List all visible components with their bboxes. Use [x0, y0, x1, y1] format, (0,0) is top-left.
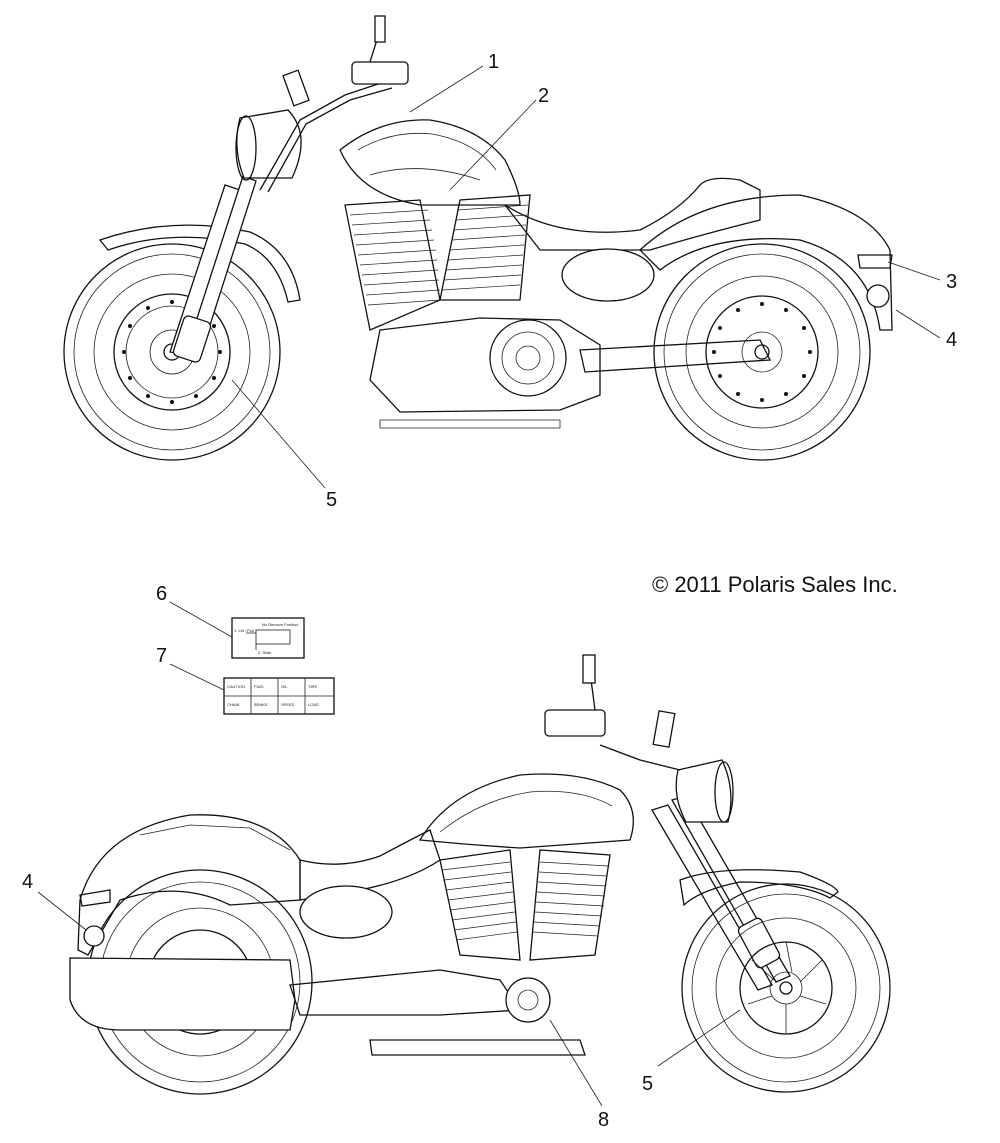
- decal-7-cell-4: TIRE: [308, 684, 317, 689]
- front-fender-bottom: [679, 869, 839, 907]
- tail-light-top: [857, 254, 893, 269]
- callout-8-bottom: 8: [598, 1109, 609, 1131]
- callout-5-top: 5: [326, 489, 337, 511]
- headlight-top: [235, 109, 302, 181]
- motorcycle-left-side-view: [69, 654, 891, 1095]
- callout-7: 7: [156, 645, 167, 667]
- headlight-bottom: [675, 759, 734, 823]
- engine-top: [344, 194, 601, 429]
- decal-7-cell-7: SPEED: [281, 702, 295, 707]
- decal-7-cell-5: CHAIN: [227, 702, 240, 707]
- rear-brake-disc-top: [712, 302, 812, 402]
- rear-fender-top: [639, 194, 893, 331]
- handlebar-bottom: [544, 654, 681, 771]
- callout-5-bottom: 5: [642, 1073, 653, 1095]
- callout-6: 6: [156, 583, 167, 605]
- front-wheel-bottom: [681, 883, 891, 1093]
- fuel-tank-bottom: [418, 773, 634, 849]
- callout-3-top: 3: [946, 271, 957, 293]
- taillight-bottom: [79, 889, 111, 907]
- copyright-notice: © 2011 Polaris Sales Inc.: [652, 572, 898, 597]
- exhaust-pipe-bottom: [69, 957, 296, 1031]
- callout-4-top: 4: [946, 329, 957, 351]
- rear-wheel-top: [653, 243, 871, 461]
- seat-top: [504, 177, 761, 251]
- rear-fender-bottom: [77, 814, 301, 956]
- decal-7-cell-8: LOAD: [308, 702, 319, 707]
- decal-6: No Remove Position 1. Lift / Pull 2. Sli…: [169, 601, 305, 659]
- decal-6-heading: No Remove Position: [262, 622, 298, 627]
- front-fork-top: [169, 175, 257, 363]
- side-cover-top: [561, 248, 655, 302]
- rear-reflector-top: [866, 284, 890, 308]
- decal-7-cell-1: CAUTION: [227, 684, 245, 689]
- bottom-callout-leaders: [37, 891, 741, 1107]
- rear-reflector-bottom: [83, 925, 105, 947]
- decal-6-bottom-label: 2. Slide: [258, 650, 272, 655]
- motorcycle-right-side-view: [63, 15, 893, 461]
- decal-7-cell-6: BRAKE: [254, 702, 268, 707]
- callout-2-top: 2: [538, 85, 549, 107]
- decal-7: CAUTION FUEL OIL TIRE CHAIN BRAKE SPEED …: [169, 663, 335, 715]
- handlebar-top: [259, 15, 409, 193]
- front-fork-bottom: [651, 795, 791, 991]
- fuel-tank-top: [339, 119, 521, 206]
- seat-bottom: [299, 829, 441, 901]
- callout-1-top: 1: [488, 51, 499, 73]
- swingarm-top: [579, 339, 772, 373]
- decal-7-cell-2: FUEL: [254, 684, 265, 689]
- top-callout-leaders: [231, 65, 941, 489]
- decal-6-left-label: 1. Lift / Pull: [234, 628, 254, 633]
- callout-4-bottom: 4: [22, 871, 33, 893]
- decal-7-cell-3: OIL: [281, 684, 288, 689]
- engine-bottom: [369, 849, 611, 1056]
- side-cover-bottom: [299, 885, 393, 939]
- front-fender-top: [98, 224, 301, 303]
